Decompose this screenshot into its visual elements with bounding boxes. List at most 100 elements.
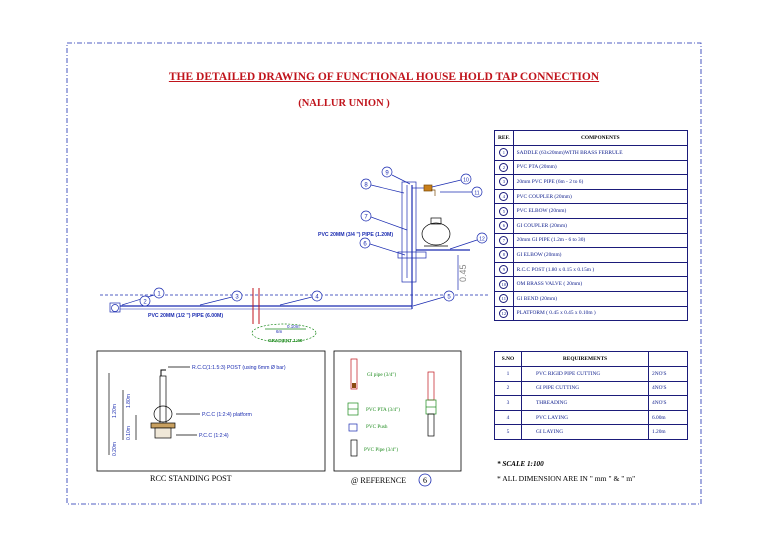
post-bend bbox=[160, 369, 166, 376]
page-title: THE DETAILED DRAWING OF FUNCTIONAL HOUSE… bbox=[168, 71, 600, 83]
reference-circle bbox=[418, 473, 432, 487]
ref-circle: 5 bbox=[499, 206, 509, 216]
rcc-label: R.C.C(1:1.5:3) POST (using 6mm Ø bar) bbox=[192, 365, 286, 371]
main-line-circle bbox=[111, 304, 119, 312]
component-text: PLATFORM ( 0.45 x 0.45 x 0.10m ) bbox=[512, 305, 689, 322]
ref-circle: 7 bbox=[499, 235, 509, 245]
svg-text:6: 6 bbox=[363, 241, 367, 247]
ref-gi-pipe bbox=[427, 371, 435, 401]
svg-text:7: 7 bbox=[364, 214, 368, 220]
ref-circle: 11 bbox=[499, 294, 509, 304]
ref-circle: 12 bbox=[499, 308, 509, 318]
svg-text:11: 11 bbox=[474, 190, 479, 196]
req-item: THREADING bbox=[521, 395, 649, 411]
callout-11: 11 bbox=[440, 186, 483, 198]
gradient-label: GRADIENT 1:60 bbox=[268, 338, 303, 343]
ref-circle: 9 bbox=[499, 265, 509, 275]
brass-valve bbox=[423, 184, 433, 192]
svg-text:9: 9 bbox=[385, 170, 389, 176]
req-qty: 4NO'S bbox=[648, 380, 688, 397]
callout-10: 10 bbox=[431, 173, 472, 188]
dim-1-20: 1.20m bbox=[112, 404, 118, 418]
header-sno: S.NO bbox=[494, 351, 522, 367]
req-sno: 4 bbox=[494, 409, 522, 426]
req-item: PVC LAYING bbox=[521, 409, 649, 426]
svg-text:1: 1 bbox=[157, 291, 161, 297]
req-item: GI LAYING bbox=[521, 424, 649, 440]
callout-4: 4 bbox=[279, 290, 323, 306]
valve-spout bbox=[431, 189, 436, 196]
pipe-lower-label: PVC 20MM (1/2 ") PIPE (6.00M) bbox=[148, 313, 223, 319]
callout-9: 9 bbox=[381, 166, 411, 185]
pipe-upper-label: PVC 20MM (3/4 ") PIPE (1.20M) bbox=[318, 232, 393, 238]
header-ref: REF. bbox=[494, 130, 514, 146]
reference-label: @ REFERENCE bbox=[351, 476, 407, 485]
req-sno: 2 bbox=[494, 380, 522, 397]
req-qty: 6.00m bbox=[648, 409, 688, 426]
callout-8: 8 bbox=[360, 178, 405, 194]
svg-text:8: 8 bbox=[364, 182, 368, 188]
page-subtitle: (NALLUR UNION ) bbox=[298, 98, 390, 109]
dim-depth: 0.10m bbox=[287, 324, 300, 329]
svg-text:5: 5 bbox=[447, 294, 451, 300]
reference-num: 6 bbox=[423, 476, 427, 485]
legend-pvc-pta: PVC PTA (3/4") bbox=[366, 406, 400, 413]
req-sno: 3 bbox=[494, 395, 522, 411]
svg-text:2: 2 bbox=[143, 299, 147, 305]
post-base bbox=[397, 251, 427, 259]
callout-3: 3 bbox=[199, 290, 243, 306]
ref-pvc-pipe bbox=[427, 413, 435, 437]
callout-6: 6 bbox=[359, 237, 406, 256]
ref-circle: 10 bbox=[499, 279, 509, 289]
post-detail-caption: RCC STANDING POST bbox=[150, 474, 232, 483]
saddle-fitting bbox=[109, 302, 121, 313]
ref-circle: 6 bbox=[499, 221, 509, 231]
components-table-header: REF. COMPONENTS bbox=[494, 130, 689, 146]
pvc-push-symbol bbox=[348, 423, 358, 432]
req-item: GI PIPE CUTTING bbox=[521, 380, 649, 397]
callout-5: 5 bbox=[412, 290, 455, 307]
vertical-mark: 0.45 bbox=[458, 264, 468, 282]
header-components: COMPONENTS bbox=[512, 130, 689, 146]
callout-1: 1 bbox=[121, 287, 165, 306]
dim-1-80: 1.80m bbox=[126, 394, 132, 408]
callout-2: 2 bbox=[139, 295, 151, 307]
dim-0-10: 0.10m bbox=[126, 426, 132, 440]
req-sno: 1 bbox=[494, 366, 522, 382]
detail-pot bbox=[153, 405, 173, 423]
legend-pvc-pipe: PVC Pipe (3/4") bbox=[364, 446, 398, 453]
ref-circle: 3 bbox=[499, 177, 509, 187]
legend-pvc-push: PVC Push bbox=[366, 424, 388, 430]
svg-text:4: 4 bbox=[315, 294, 319, 300]
callout-7: 7 bbox=[360, 210, 408, 231]
header-requirements: REQUIREMENTS bbox=[521, 351, 649, 367]
rcc-post bbox=[401, 181, 417, 283]
callouts: 1 2 3 4 5 6 7 8 9 10 11 12 bbox=[121, 166, 488, 307]
req-qty: 2NO'S bbox=[648, 366, 688, 382]
detail-base bbox=[154, 427, 172, 439]
req-item: PVC RIGID PIPE CUTTING bbox=[521, 366, 649, 382]
svg-text:12: 12 bbox=[479, 236, 485, 242]
requirements-table-header: S.NO REQUIREMENTS bbox=[494, 351, 688, 367]
svg-text:3: 3 bbox=[235, 294, 239, 300]
gradient-ellipse bbox=[251, 323, 317, 343]
dimension-note: * ALL DIMENSION ARE IN " mm " & " m" bbox=[497, 474, 636, 483]
dim-6m: 6m bbox=[276, 329, 283, 334]
